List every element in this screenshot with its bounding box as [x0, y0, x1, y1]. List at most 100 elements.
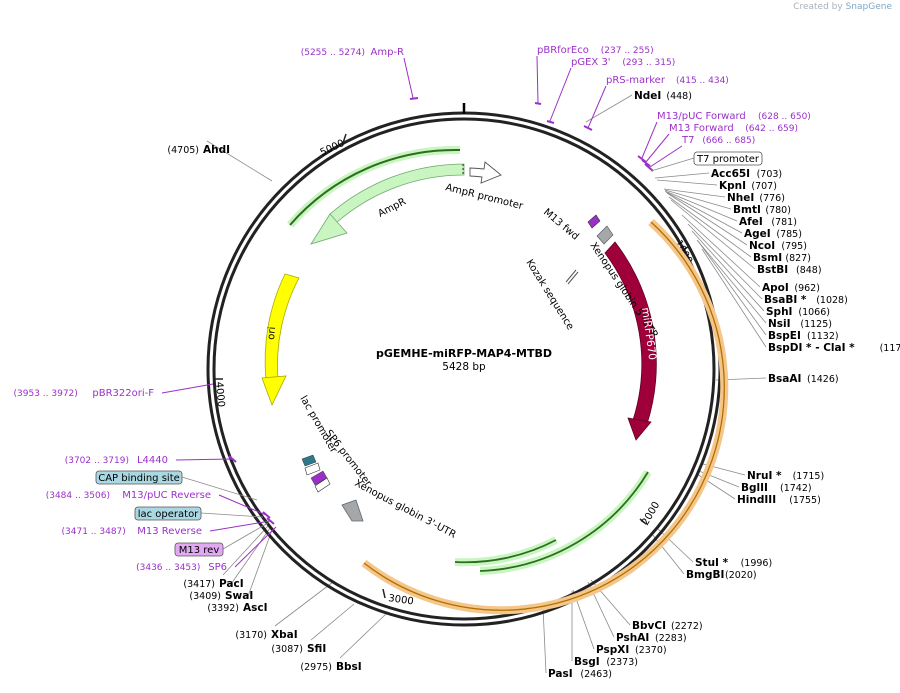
primer-range: (415 .. 434)	[676, 76, 729, 86]
restriction-site: NsiI(1125)	[768, 318, 832, 330]
site-position: (3409)	[189, 591, 221, 602]
restriction-site: Acc65I(703)	[711, 168, 782, 180]
site-name: NsiI	[768, 318, 791, 330]
snapgene-logo-text: SnapGene	[845, 2, 892, 12]
site-name: BmtI	[733, 204, 761, 216]
restriction-site: AfeI(781)	[739, 216, 797, 228]
cap-site-block	[301, 454, 317, 467]
site-position: (707)	[751, 181, 777, 192]
restriction-site: BsgI(2373)	[574, 656, 638, 668]
site-name: SphI	[766, 306, 792, 318]
site-name: BmgBI	[686, 569, 724, 581]
site-name: BspEI	[768, 330, 801, 342]
feature-box	[134, 506, 202, 521]
site-name: SfiI	[307, 643, 326, 655]
restriction-site: NruI * (1715)	[747, 470, 824, 482]
restriction-site: BsaAI(1426)	[768, 373, 839, 385]
primer-connector	[234, 526, 277, 568]
box-connector	[181, 476, 258, 501]
site-position: (827)	[785, 253, 811, 264]
site-name: NruI *	[747, 470, 782, 482]
restriction-site: BstBI(848)	[757, 264, 822, 276]
site-name: AgeI	[744, 228, 771, 240]
sp6-promoter-block	[314, 477, 331, 493]
site-name: HindIII	[737, 494, 776, 506]
site-name: BsmI	[753, 252, 782, 264]
primer-range: (628 .. 650)	[758, 112, 811, 122]
feature-label-ampr-promoter: AmpR promoter	[444, 182, 525, 212]
primer-name: pBR322ori-F	[92, 388, 154, 399]
kozak-mark	[565, 269, 577, 283]
primer-connector	[161, 383, 214, 394]
primer: M13 Forward(642 .. 659)	[645, 123, 798, 163]
connector-line	[585, 94, 633, 123]
primer-connector	[218, 494, 267, 516]
primer-range: (237 .. 255)	[601, 46, 654, 56]
site-position: (4705)	[167, 145, 199, 156]
site-position: (1715)	[793, 471, 825, 482]
connector-line	[687, 223, 763, 300]
site-position: (781)	[771, 217, 797, 228]
restriction-site: BmtI(780)	[733, 204, 791, 216]
connector-line	[666, 192, 748, 246]
site-position: (848)	[796, 265, 822, 276]
connector-line	[701, 248, 767, 348]
primer-range: (3471 .. 3487)	[62, 527, 126, 537]
tick-3000: 3000	[382, 588, 414, 608]
m13-fwd-arrow	[587, 214, 601, 229]
connector-line	[668, 196, 752, 258]
site-name: NcoI	[749, 240, 775, 252]
primer-connector	[649, 145, 683, 168]
primer-name: T7	[681, 135, 694, 146]
feature-label-ori: ori	[266, 326, 278, 340]
site-name: PspXI	[596, 644, 629, 656]
site-name: BbsI	[336, 661, 362, 673]
connector-line	[656, 179, 718, 186]
primer: M13 Reverse(3471 .. 3487)	[62, 520, 271, 537]
box-connector	[200, 512, 264, 518]
ampr-orf-line	[289, 148, 461, 226]
primer-range: (3484 .. 3506)	[46, 491, 110, 501]
tick-mark	[342, 133, 347, 144]
primer-connector	[645, 133, 670, 163]
primer-bar-m13-puc-reverse	[262, 511, 271, 519]
primer-bar-amp-r	[409, 97, 419, 100]
site-name: ApoI	[762, 282, 789, 294]
site-position: (2373)	[606, 657, 638, 668]
site-name: NheI	[727, 192, 754, 204]
connector-line	[681, 214, 761, 288]
site-position: (3417)	[183, 579, 215, 590]
connector-line	[656, 527, 694, 563]
boxed-feature: T7 promoter	[650, 151, 763, 172]
lac-promoter-block	[304, 462, 321, 476]
site-position: (1426)	[807, 374, 839, 385]
site-name: XbaI	[271, 629, 298, 641]
feature-box	[174, 542, 224, 557]
site-position: (3087)	[271, 644, 303, 655]
site-position: (1132)	[807, 331, 839, 342]
restriction-site-labels: NdeI(448)Acc65I(703)KpnI(707)NheI(776)Bm…	[167, 90, 900, 680]
site-position: (2975)	[300, 662, 332, 673]
site-position: (3392)	[207, 603, 239, 614]
restriction-site: AgeI(785)	[744, 228, 802, 240]
created-by-credit: Created by SnapGene	[793, 2, 892, 12]
primer: pGEX 3'(293 .. 315)	[549, 57, 675, 122]
primer-name: SP6	[208, 562, 227, 573]
primer-bars	[228, 97, 654, 525]
connector-line	[310, 603, 355, 641]
boxed-feature: M13 rev	[174, 522, 269, 557]
site-name: PacI	[219, 578, 244, 590]
restriction-site: (3170)XbaI	[235, 629, 297, 641]
primer-connector	[209, 520, 271, 532]
tick-label: 4000	[213, 381, 226, 407]
tick-4000: 4000	[213, 378, 226, 408]
restriction-site: BspEI (1132)	[768, 330, 839, 342]
primer-connector	[641, 121, 658, 159]
connector-line	[651, 533, 685, 575]
restriction-site: NcoI(795)	[749, 240, 807, 252]
restriction-site: NheI(776)	[727, 192, 785, 204]
primer: Amp-R(5255 .. 5274)	[301, 47, 414, 99]
mirfp670-head	[627, 417, 652, 441]
primer-name: Amp-R	[371, 47, 405, 58]
